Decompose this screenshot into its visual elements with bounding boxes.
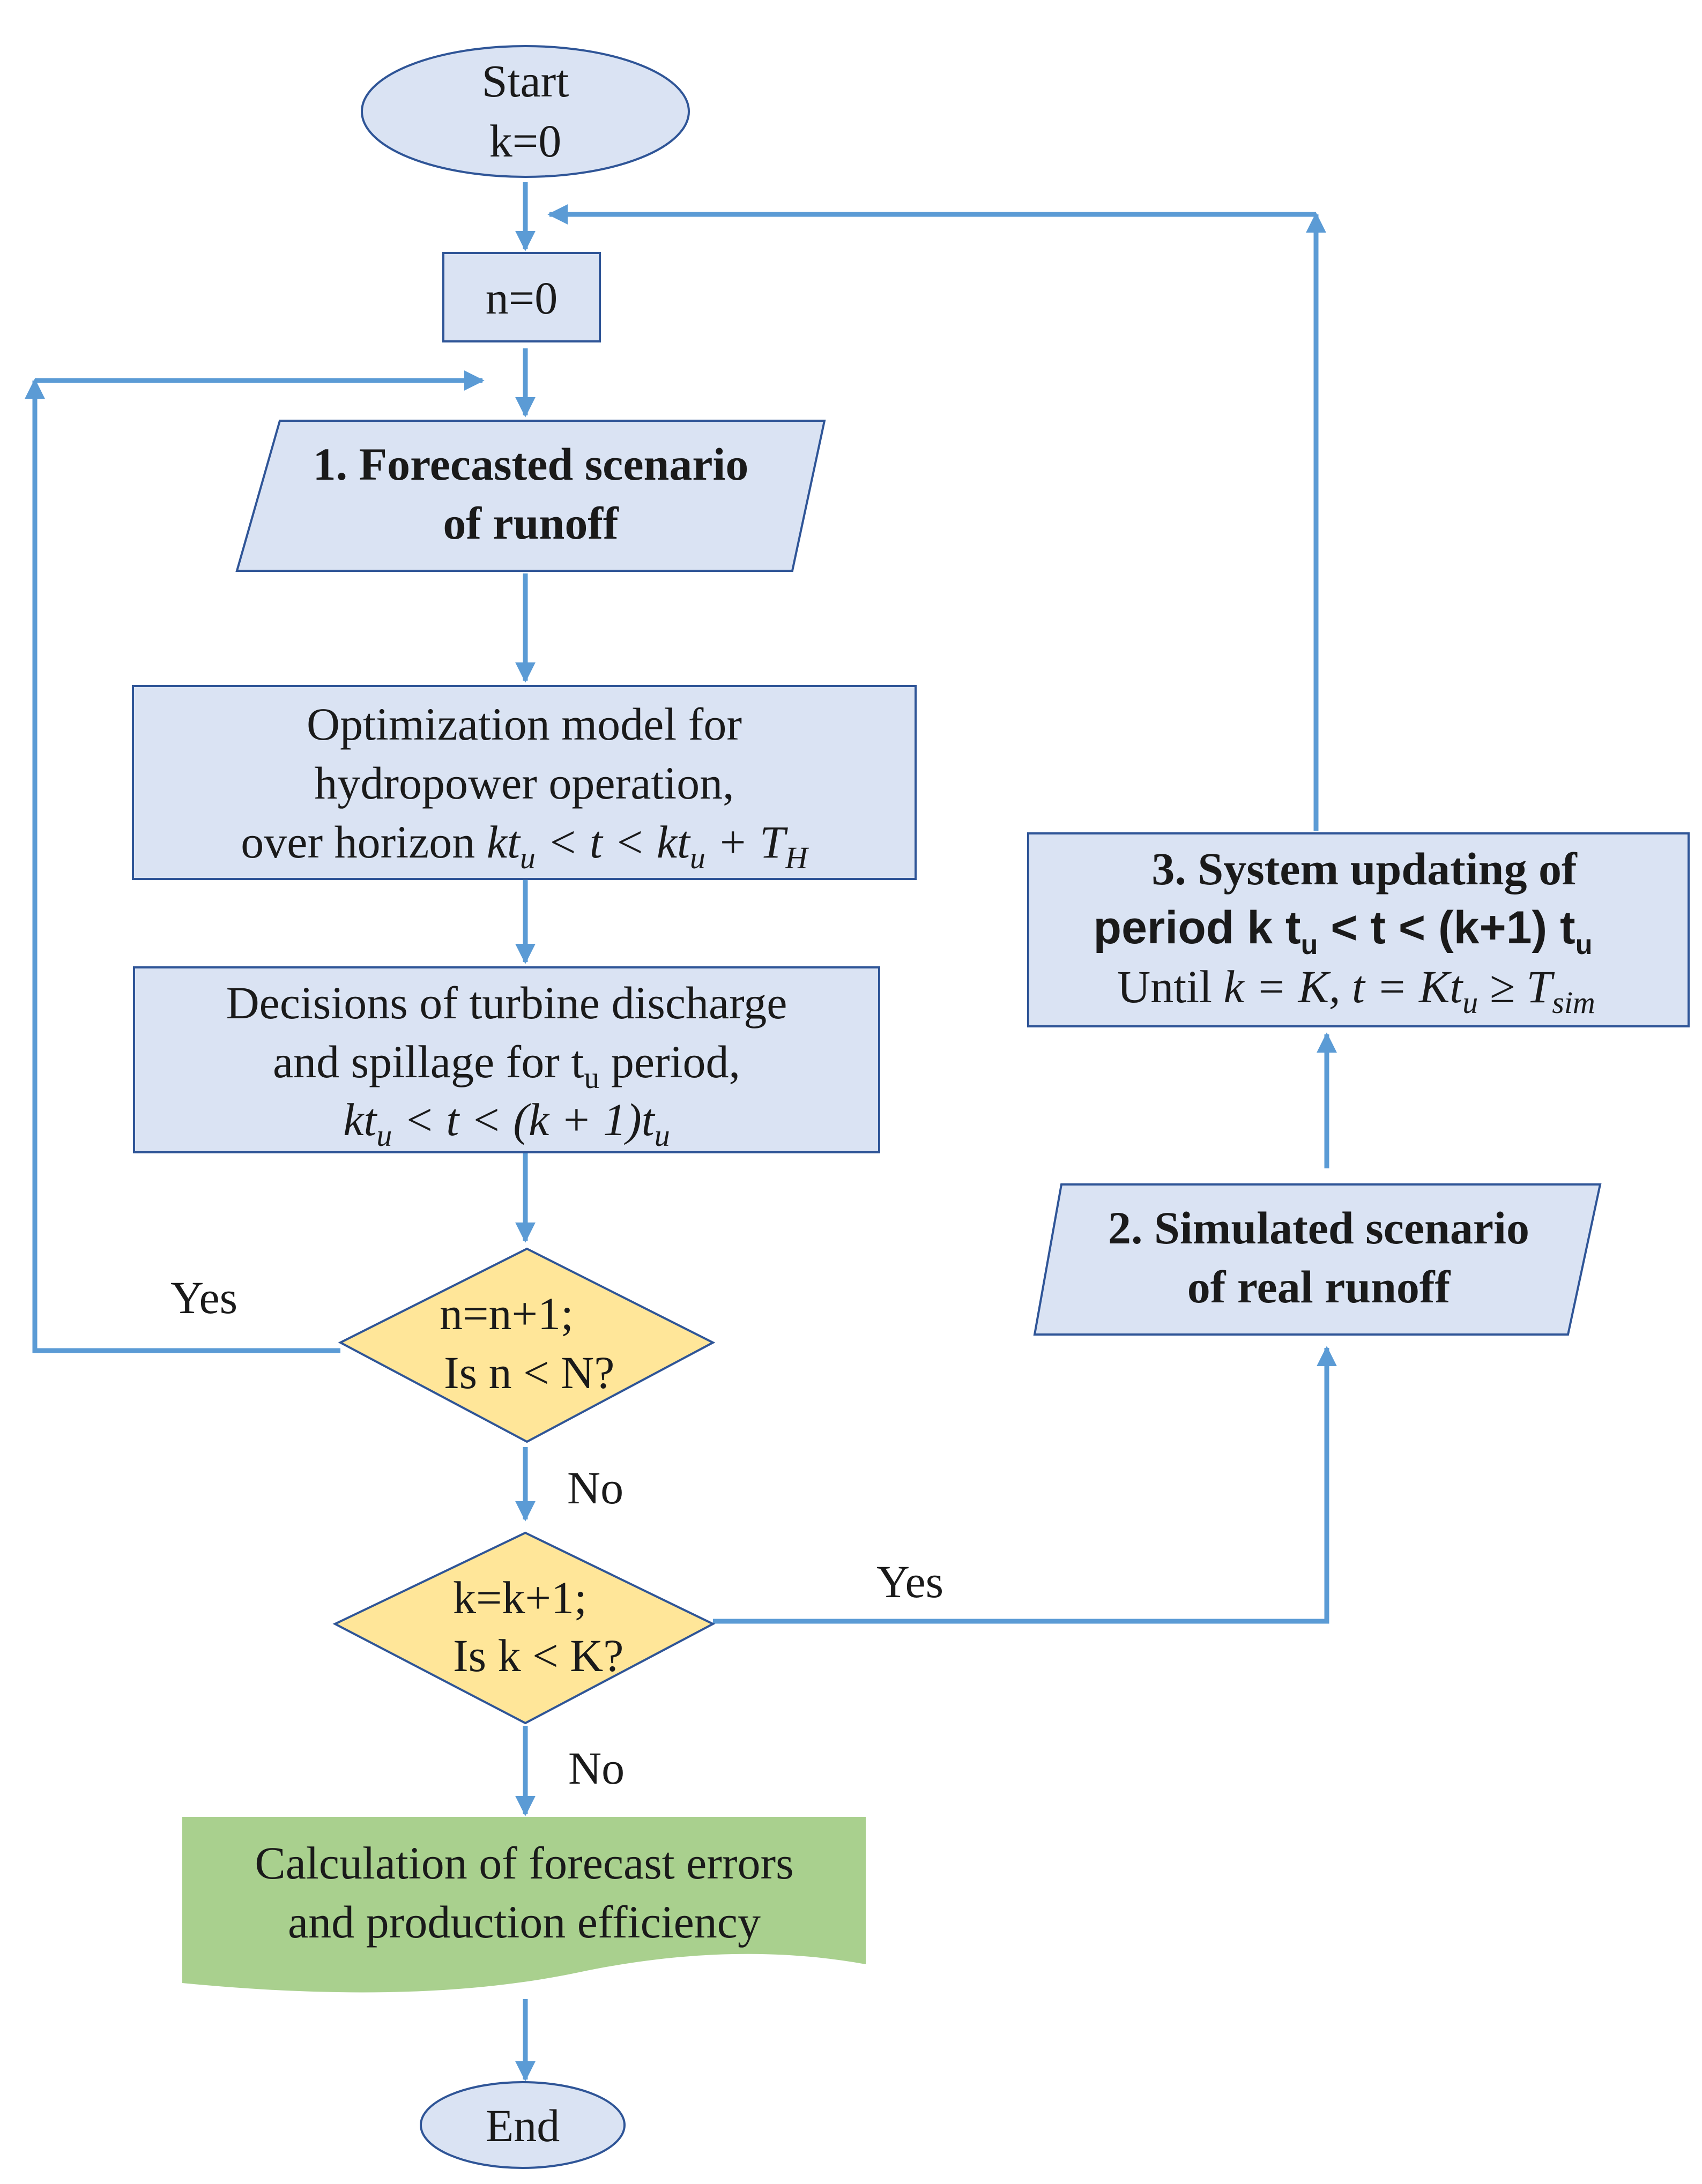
- forecast-node: 1. Forecasted scenario of runoff: [235, 420, 826, 572]
- updating-node: 3. System updating of period k tu < t < …: [1027, 832, 1690, 1027]
- decision-n-line2: Is n < N?: [444, 1347, 614, 1398]
- decision-n-node: n=n+1; Is n < N?: [338, 1247, 716, 1443]
- updating-box: [1027, 832, 1690, 1027]
- decision-n-line1: n=n+1;: [440, 1288, 574, 1339]
- optimization-line3-sub2: u: [690, 840, 705, 875]
- decisions-line2-b: period,: [599, 1036, 740, 1087]
- decision-k-line1: k=k+1;: [453, 1572, 587, 1623]
- updating-line3-sub2: sim: [1552, 985, 1595, 1020]
- decisions-line3-b: < t < (k + 1)t: [392, 1094, 655, 1145]
- decisions-line1: Decisions of turbine discharge: [226, 977, 787, 1028]
- simulated-parallelogram: [1033, 1183, 1602, 1336]
- no-label-k: No: [568, 1742, 625, 1794]
- n-init-node: n=0: [442, 252, 601, 342]
- updating-line2: period k tu < t < (k+1) tu: [1094, 902, 1593, 960]
- forecast-line1: 1. Forecasted scenario: [313, 438, 749, 490]
- n-init-box: [442, 252, 601, 342]
- end-ellipse: [420, 2081, 626, 2169]
- updating-line3-b: k = K, t = Kt: [1223, 961, 1463, 1012]
- optimization-line3-sub1: u: [520, 840, 536, 875]
- updating-line3: Until k = K, t = Ktu ≥ Tsim: [1117, 961, 1595, 1020]
- decision-k-node: k=k+1; Is k < K?: [332, 1531, 716, 1725]
- decision-k-diamond: [332, 1531, 716, 1725]
- decision-k-line2: Is k < K?: [453, 1630, 623, 1681]
- decisions-line2-sub: u: [584, 1060, 599, 1095]
- decisions-line3: ktu < t < (k + 1)tu: [343, 1094, 670, 1153]
- decisions-line3-sub2: u: [655, 1118, 670, 1153]
- calculation-line1: Calculation of forecast errors: [255, 1837, 793, 1889]
- yes-label-k: Yes: [876, 1556, 943, 1607]
- simulated-node: 2. Simulated scenario of real runoff: [1033, 1183, 1602, 1336]
- updating-line3-c: ≥ T: [1478, 961, 1555, 1012]
- optimization-node: Optimization model for hydropower operat…: [132, 685, 917, 880]
- calculation-node: Calculation of forecast errors and produ…: [182, 1817, 866, 1993]
- end-node: End: [420, 2081, 626, 2169]
- optimization-line3: over horizon ktu < t < ktu + TH: [241, 816, 809, 875]
- calculation-document: [182, 1817, 866, 1993]
- decisions-box: [133, 966, 880, 1153]
- optimization-line3-sub3: H: [785, 840, 809, 875]
- decisions-line2: and spillage for tu period,: [273, 1036, 740, 1095]
- optimization-box: [132, 685, 917, 880]
- optimization-line3-end: + T: [705, 816, 788, 868]
- simulated-line2: of real runoff: [1187, 1261, 1451, 1313]
- decisions-line2-a: and spillage for t: [273, 1036, 584, 1087]
- optimization-line3-math: kt: [487, 816, 521, 868]
- decision-n-diamond: [338, 1247, 716, 1443]
- start-ellipse: [361, 45, 690, 178]
- simulated-line1: 2. Simulated scenario: [1108, 1202, 1529, 1254]
- updating-line3-a: Until: [1117, 961, 1223, 1012]
- start-k-label: k=0: [489, 115, 562, 167]
- optimization-line3-mid: < t < kt: [536, 816, 691, 868]
- optimization-line3-prefix: over horizon: [241, 816, 487, 868]
- decisions-node: Decisions of turbine discharge and spill…: [133, 966, 880, 1153]
- n-init-label: n=0: [486, 272, 558, 324]
- updating-line1: 3. System updating of: [1151, 843, 1578, 895]
- loop-yes-n-left: [25, 378, 340, 1353]
- optimization-line2: hydropower operation,: [314, 757, 734, 809]
- updating-line2-sub2: u: [1575, 929, 1593, 960]
- yes-label-n: Yes: [170, 1272, 237, 1323]
- start-label: Start: [482, 55, 569, 107]
- forecast-line2: of runoff: [443, 497, 619, 549]
- decisions-line3-a: kt: [343, 1094, 377, 1145]
- calculation-line2: and production efficiency: [288, 1896, 761, 1948]
- start-node: Start k=0: [361, 45, 690, 178]
- decisions-line3-sub1: u: [376, 1118, 392, 1153]
- updating-line2-a: period k t: [1094, 902, 1301, 953]
- path-yes-k-right: [713, 1346, 1337, 1624]
- connectors: [25, 182, 1337, 2082]
- no-label-n: No: [567, 1462, 623, 1514]
- updating-line2-sub1: u: [1301, 929, 1318, 960]
- end-label: End: [486, 2100, 560, 2151]
- forecast-parallelogram: [235, 420, 826, 572]
- updating-line2-b: < t < (k+1) t: [1318, 902, 1575, 953]
- optimization-line1: Optimization model for: [307, 698, 742, 750]
- updating-line3-sub1: u: [1462, 985, 1478, 1020]
